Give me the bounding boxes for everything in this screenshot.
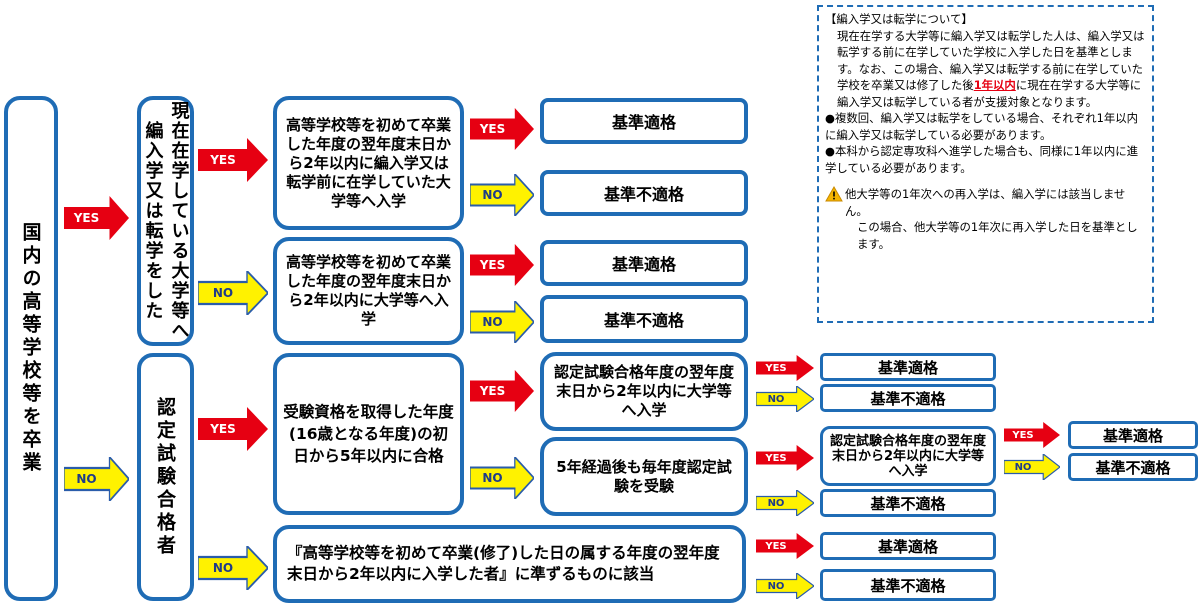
result-pass-label: 基準適格 <box>877 537 938 556</box>
note-text: 現在在学する大学等に編入学又は転学した人は、編入学又は転学する前に在学していた学… <box>837 28 1145 93</box>
yes-arrow-label: YES <box>210 153 236 167</box>
exam-branch-label: 認定試験合格者 <box>154 396 176 558</box>
result-fail-label: 基準不適格 <box>603 185 684 204</box>
question-direct: 高等学校等を初めて卒業した年度の翌年度末日から2年以内に大学等へ入学 <box>273 237 464 345</box>
question-transfer-text: 高等学校等を初めて卒業した年度の翌年度末日から2年以内に編入学又は転学前に在学し… <box>285 115 451 210</box>
warning-icon <box>825 185 845 204</box>
no-arrow: NO <box>198 546 268 590</box>
result-pass: 基準適格 <box>540 240 748 286</box>
question-exam-enroll: 認定試験合格年度の翌年度末日から2年以内に大学等へ入学 <box>540 352 748 431</box>
result-pass: 基準適格 <box>820 532 996 560</box>
result-pass: 基準適格 <box>1068 421 1198 449</box>
result-fail-label: 基準不適格 <box>870 576 946 595</box>
root-label: 国内の高等学校等を卒業 <box>19 222 42 475</box>
note-bullet: ●本科から認定専攻科へ進学した場合も、同様に1年以内に進学している必要があります… <box>825 144 1139 175</box>
yes-arrow-label: YES <box>479 384 506 398</box>
no-arrow-label: NO <box>767 497 785 509</box>
result-pass-label: 基準適格 <box>611 255 676 274</box>
yes-arrow-label: YES <box>479 122 506 136</box>
no-arrow: NO <box>470 457 534 499</box>
question-equivalent-text: 『高等学校等を初めて卒業(修了)した日の属する年度の翌年度末日から2年以内に入学… <box>287 544 720 583</box>
result-pass-label: 基準適格 <box>611 113 676 132</box>
yes-arrow-label: YES <box>210 422 236 436</box>
note-title: 【編入学又は転学について】 <box>825 12 973 26</box>
note-warning-text: 他大学等の1年次への再入学は、編入学には該当しません。 <box>845 187 1126 218</box>
result-fail-label: 基準不適格 <box>1095 458 1171 477</box>
question-exam-enroll-2-text: 認定試験合格年度の翌年度末日から2年以内に大学等へ入学 <box>829 433 986 479</box>
note-paragraph: 現在在学する大学等に編入学又は転学した人は、編入学又は転学する前に在学していた学… <box>825 28 1146 111</box>
no-arrow: NO <box>756 490 814 516</box>
result-pass: 基準適格 <box>540 98 748 144</box>
no-arrow-label: NO <box>76 472 97 486</box>
no-arrow-label: NO <box>767 393 785 405</box>
yes-arrow: YES <box>198 407 268 451</box>
result-fail-label: 基準不適格 <box>603 311 684 330</box>
question-exam-text: 受験資格を取得した年度(16歳となる年度)の初日から5年以内に合格 <box>283 403 454 465</box>
result-fail: 基準不適格 <box>820 384 996 412</box>
note-highlight: 1年以内 <box>973 78 1016 92</box>
no-arrow-label: NO <box>767 580 785 592</box>
yes-arrow: YES <box>756 445 814 471</box>
no-arrow: NO <box>1004 454 1060 480</box>
question-five-years-text: 5年経過後も毎年度認定試験を受験 <box>556 457 732 495</box>
result-fail: 基準不適格 <box>540 170 748 216</box>
result-fail-label: 基準不適格 <box>870 494 946 513</box>
yes-arrow-label: YES <box>765 362 787 374</box>
no-arrow-label: NO <box>482 188 503 202</box>
yes-arrow-label: YES <box>765 540 787 552</box>
yes-arrow: YES <box>470 370 534 412</box>
no-arrow: NO <box>756 573 814 599</box>
transfer-branch-node: 現在在学している大学等へ編入学又は転学をした <box>137 96 194 346</box>
no-arrow-label: NO <box>482 471 503 485</box>
no-arrow: NO <box>198 271 268 315</box>
result-fail: 基準不適格 <box>820 489 996 517</box>
note-warning: 他大学等の1年次への再入学は、編入学には該当しません。 この場合、他大学等の1年… <box>825 185 1146 252</box>
root-node: 国内の高等学校等を卒業 <box>4 96 58 601</box>
question-five-years: 5年経過後も毎年度認定試験を受験 <box>540 437 748 516</box>
yes-arrow: YES <box>198 138 268 182</box>
question-exam-enroll-text: 認定試験合格年度の翌年度末日から2年以内に大学等へ入学 <box>553 363 734 419</box>
result-pass-label: 基準適格 <box>877 358 938 377</box>
yes-arrow: YES <box>64 196 129 240</box>
no-arrow: NO <box>64 457 129 501</box>
no-arrow-label: NO <box>1014 461 1032 473</box>
question-equivalent: 『高等学校等を初めて卒業(修了)した日の属する年度の翌年度末日から2年以内に入学… <box>273 525 746 603</box>
no-arrow: NO <box>470 174 534 216</box>
note-warning-text: この場合、他大学等の1年次に再入学した日を基準とします。 <box>857 220 1138 251</box>
yes-arrow-label: YES <box>479 258 506 272</box>
question-direct-text: 高等学校等を初めて卒業した年度の翌年度末日から2年以内に大学等へ入学 <box>285 253 451 328</box>
no-arrow-label: NO <box>212 561 234 575</box>
note-text: に現在在学する大学等に編入学又は転学している者が支援対象となります。 <box>837 78 1142 109</box>
result-fail: 基準不適格 <box>540 295 748 343</box>
result-pass-label: 基準適格 <box>1102 426 1163 445</box>
yes-arrow-label: YES <box>73 211 100 225</box>
no-arrow-label: NO <box>482 315 503 329</box>
result-fail: 基準不適格 <box>1068 453 1198 481</box>
yes-arrow-label: YES <box>765 452 787 464</box>
no-arrow: NO <box>756 386 814 412</box>
result-fail-label: 基準不適格 <box>870 389 946 408</box>
question-exam-enroll-2: 認定試験合格年度の翌年度末日から2年以内に大学等へ入学 <box>820 426 996 486</box>
note-bullet: ●複数回、編入学又は転学をしている場合、それぞれ1年以内に編入学又は転学している… <box>825 111 1139 142</box>
yes-arrow: YES <box>756 533 814 559</box>
yes-arrow: YES <box>1004 422 1060 448</box>
no-arrow: NO <box>470 301 534 343</box>
transfer-branch-label: 現在在学している大学等へ編入学又は転学をした <box>142 101 190 341</box>
yes-arrow-label: YES <box>1012 429 1034 441</box>
no-arrow-label: NO <box>212 286 234 300</box>
question-exam: 受験資格を取得した年度(16歳となる年度)の初日から5年以内に合格 <box>273 353 464 515</box>
yes-arrow: YES <box>756 355 814 381</box>
exam-branch-node: 認定試験合格者 <box>137 353 194 601</box>
yes-arrow: YES <box>470 108 534 150</box>
question-transfer: 高等学校等を初めて卒業した年度の翌年度末日から2年以内に編入学又は転学前に在学し… <box>273 96 464 230</box>
transfer-note: 【編入学又は転学について】 現在在学する大学等に編入学又は転学した人は、編入学又… <box>817 5 1154 323</box>
result-pass: 基準適格 <box>820 353 996 381</box>
yes-arrow: YES <box>470 244 534 286</box>
result-fail: 基準不適格 <box>820 569 996 601</box>
